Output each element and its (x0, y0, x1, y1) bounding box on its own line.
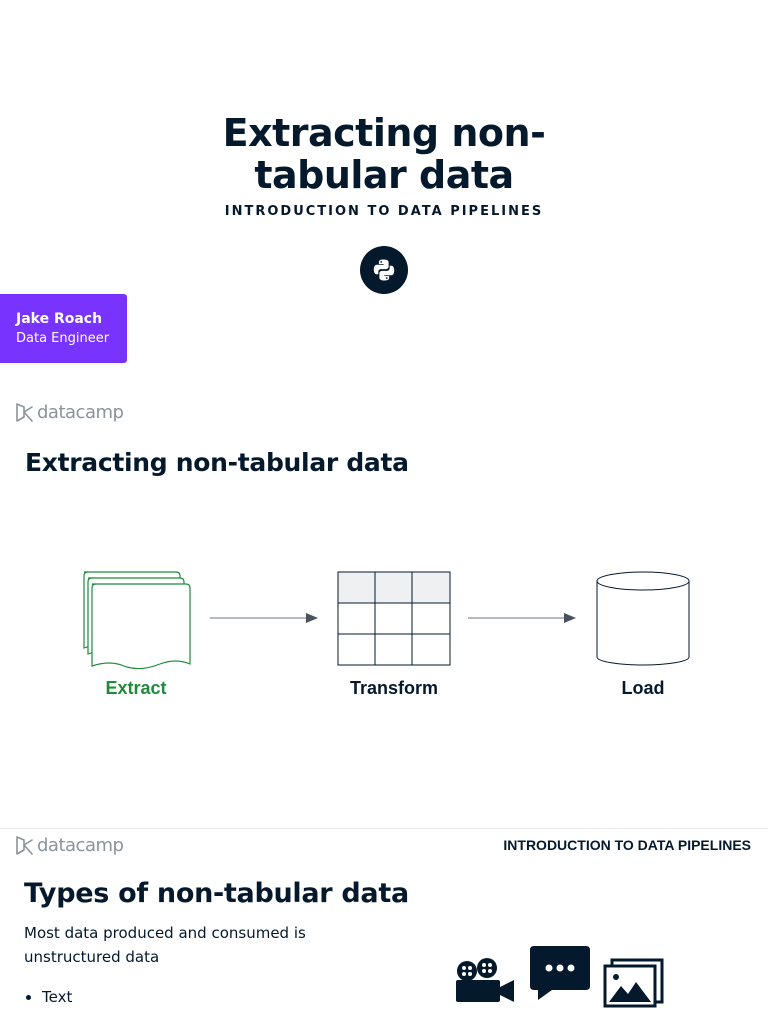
course-header: INTRODUCTION TO DATA PIPELINES (503, 837, 751, 853)
table-icon (337, 571, 451, 666)
arrow-transform-load (468, 613, 576, 623)
author-card: Jake Roach Data Engineer (0, 294, 127, 363)
datacamp-logo-icon (16, 403, 33, 422)
database-icon (596, 571, 690, 666)
logo-text: datacamp (37, 835, 124, 856)
documents-icon (83, 571, 191, 670)
load-label: Load (621, 678, 665, 698)
slide-title: Extracting non- tabular data (222, 111, 546, 197)
slide-divider (0, 828, 768, 829)
transform-label: Transform (349, 678, 439, 698)
logo-text: datacamp (37, 402, 124, 423)
body-text: Most data produced and consumed is unstr… (24, 924, 306, 966)
media-icons (456, 946, 664, 1008)
extract-label: Extract (105, 678, 167, 698)
arrow-extract-transform (210, 613, 318, 623)
list-item: Text (42, 986, 72, 1008)
chat-bubble-icon (530, 946, 590, 1000)
python-icon (360, 246, 408, 294)
course-name: INTRODUCTION TO DATA PIPELINES (224, 204, 544, 219)
video-camera-icon (456, 958, 514, 1002)
datacamp-logo-icon (16, 836, 33, 855)
etl-diagram (83, 571, 690, 670)
bullet-list: Text (24, 986, 72, 1008)
author-name: Jake Roach (16, 311, 103, 327)
author-role: Data Engineer (16, 331, 110, 346)
image-gallery-icon (603, 958, 664, 1008)
title-slide: Extracting non- tabular data INTRODUCTIO… (0, 0, 768, 380)
section-title: Types of non-tabular data (24, 878, 409, 909)
section-title: Extracting non-tabular data (25, 448, 409, 477)
